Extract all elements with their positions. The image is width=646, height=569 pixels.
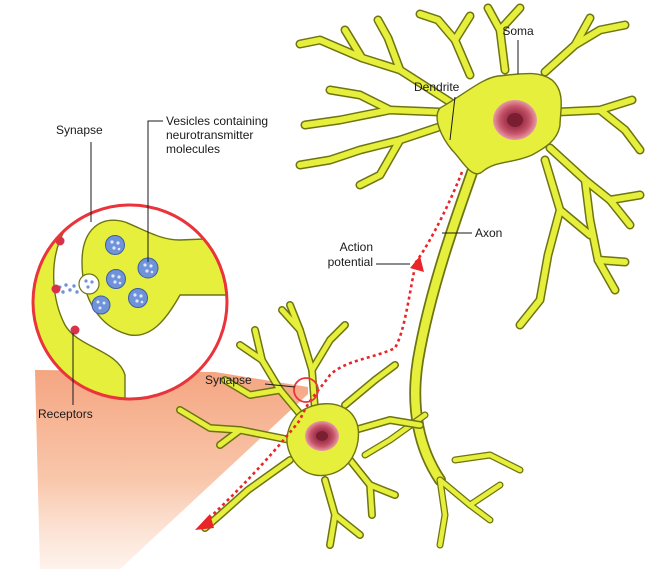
vesicles-label-line3: molecules: [166, 142, 220, 156]
vesicle: [107, 270, 126, 289]
action-potential-label-line1: Action: [340, 240, 373, 254]
receptor: [71, 326, 80, 335]
vesicle-releasing: [79, 274, 99, 294]
action-potential-label-line2: potential: [328, 255, 373, 269]
synapse-label-zoom: Synapse: [56, 123, 103, 137]
vesicles-label-line1: Vesicles containing: [166, 114, 268, 128]
vesicle: [92, 296, 110, 314]
action-potential-arrowhead-upper: [410, 256, 424, 272]
axon-label: Axon: [475, 226, 502, 240]
receptors-label: Receptors: [38, 407, 93, 421]
vesicle: [106, 236, 125, 255]
synapse-label-main: Synapse: [205, 373, 252, 387]
vesicles-label-line2: neurotransmitter: [166, 128, 253, 142]
soma-label: Soma: [502, 24, 534, 38]
vesicle: [129, 289, 148, 308]
receptor: [52, 285, 61, 294]
zoom-cone: [35, 370, 308, 569]
dendrite-label: Dendrite: [414, 80, 460, 94]
